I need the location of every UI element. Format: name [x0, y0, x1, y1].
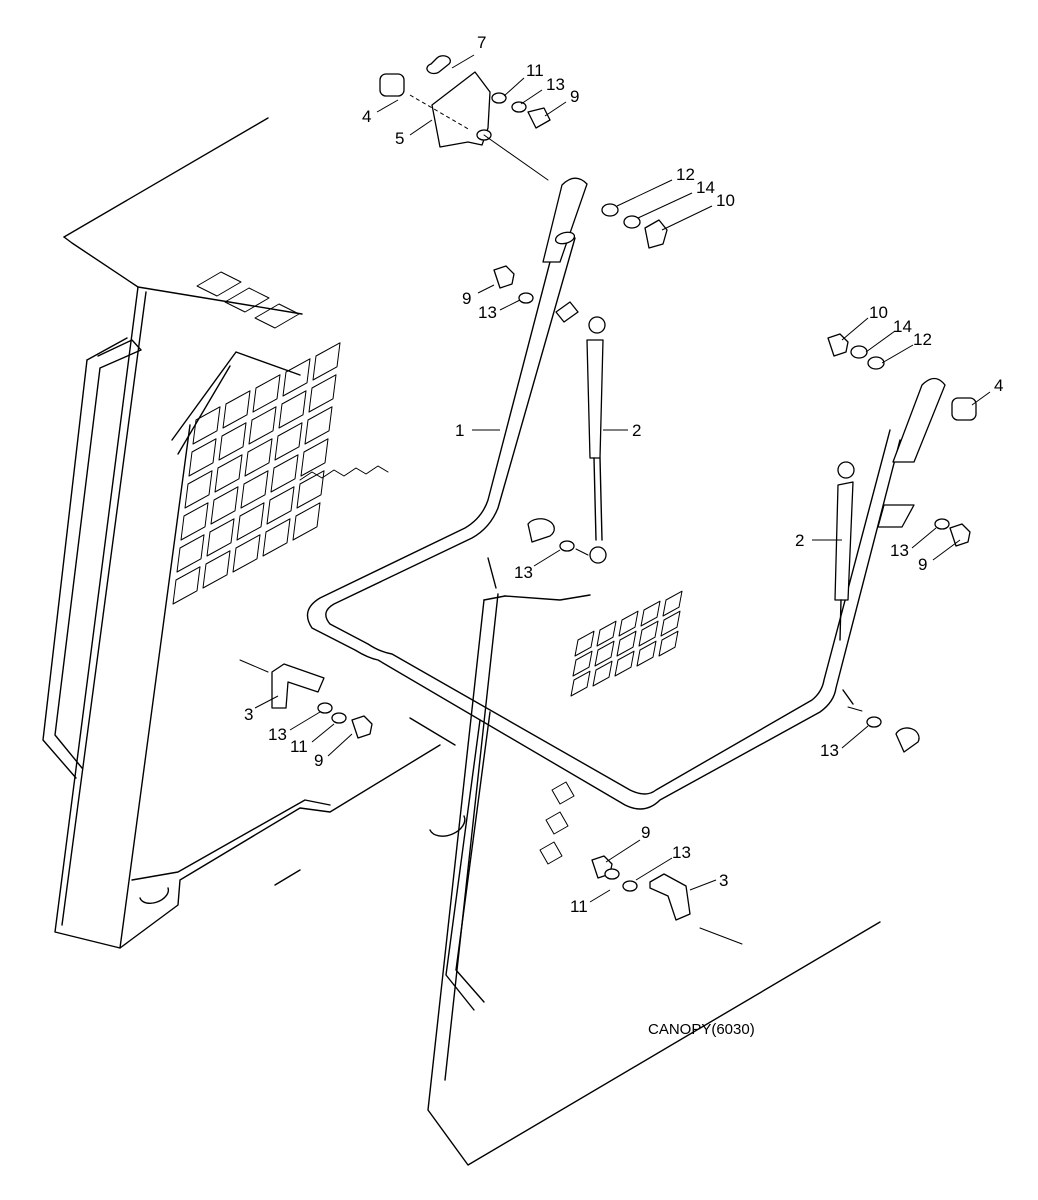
mesh-cell	[640, 600, 661, 627]
mesh-cell	[282, 358, 311, 397]
diagram-caption: CANOPY(6030)	[648, 1021, 755, 1038]
callout-9: 9	[462, 289, 471, 308]
mesh-cell	[180, 502, 209, 541]
callout-labels: 7 11 13 9 4 5 12 14 10 9 13 1 2 10 14 12…	[244, 33, 1003, 916]
mesh-cell	[662, 590, 683, 617]
mesh-cell	[308, 374, 337, 413]
callout-13: 13	[514, 563, 533, 582]
mesh-cell	[218, 422, 247, 461]
callout-13: 13	[546, 75, 565, 94]
mesh-cell	[192, 406, 221, 445]
mesh-cell	[176, 534, 205, 573]
mesh-cell	[210, 486, 239, 525]
callout-9: 9	[641, 823, 650, 842]
gas-spring-left	[555, 301, 607, 564]
callout-2: 2	[632, 421, 641, 440]
mesh-cell	[658, 630, 679, 657]
mesh-cell	[236, 502, 265, 541]
callout-14: 14	[696, 178, 715, 197]
callout-9: 9	[570, 87, 579, 106]
mesh-cell	[614, 650, 635, 677]
mesh-cell	[574, 630, 595, 657]
callout-13: 13	[478, 303, 497, 322]
callout-2: 2	[795, 531, 804, 550]
left-mesh-grid	[172, 271, 389, 605]
callout-9: 9	[918, 555, 927, 574]
mesh-cell	[570, 670, 591, 697]
callout-13: 13	[672, 843, 691, 862]
mesh-cell	[184, 470, 213, 509]
mesh-cell	[240, 470, 269, 509]
callout-11: 11	[290, 737, 308, 756]
mesh-cell	[592, 660, 613, 687]
mesh-cell	[222, 390, 251, 429]
callout-12: 12	[676, 165, 695, 184]
support-bar-part-1	[306, 177, 946, 810]
mesh-cell	[312, 342, 341, 381]
mesh-cell	[596, 620, 617, 647]
callout-4: 4	[994, 376, 1003, 395]
right-mesh-grid	[539, 590, 683, 865]
mesh-cell	[248, 406, 277, 445]
hardware-lower-left	[239, 659, 373, 739]
mesh-cell	[252, 374, 281, 413]
callout-1: 1	[455, 421, 464, 440]
callout-13: 13	[268, 725, 287, 744]
canopy-frame	[42, 117, 881, 1166]
callout-14: 14	[893, 317, 912, 336]
callout-3: 3	[719, 871, 728, 890]
mesh-cell	[232, 534, 261, 573]
mesh-cell	[572, 650, 593, 677]
callout-11: 11	[526, 61, 544, 80]
callout-5: 5	[395, 129, 404, 148]
mesh-cell	[304, 406, 333, 445]
callout-7: 7	[477, 33, 486, 52]
mesh-cell	[202, 550, 231, 589]
mesh-cell	[660, 610, 681, 637]
mesh-cell	[266, 486, 295, 525]
callout-13: 13	[820, 741, 839, 760]
callout-13: 13	[890, 541, 909, 560]
mesh-cell	[172, 566, 201, 605]
mesh-cell	[300, 438, 329, 477]
mesh-cell	[296, 470, 325, 509]
leader-lines	[254, 54, 991, 903]
mesh-cell	[262, 518, 291, 557]
hardware-right	[827, 333, 977, 753]
callout-3: 3	[244, 705, 253, 724]
mesh-cell	[214, 454, 243, 493]
hardware-lower-right	[591, 855, 743, 945]
callout-9: 9	[314, 751, 323, 770]
mesh-cell	[206, 518, 235, 557]
callout-10: 10	[716, 191, 735, 210]
mesh-cell	[618, 610, 639, 637]
callout-12: 12	[913, 330, 932, 349]
mesh-cell	[638, 620, 659, 647]
gas-spring-right	[834, 461, 915, 705]
callout-10: 10	[869, 303, 888, 322]
top-bracket-assembly	[379, 55, 551, 181]
mesh-cell	[278, 390, 307, 429]
mesh-cell	[594, 640, 615, 667]
callout-11: 11	[570, 897, 588, 916]
callout-4: 4	[362, 107, 371, 126]
mesh-cell	[274, 422, 303, 461]
mesh-cell	[270, 454, 299, 493]
hardware-top-left	[493, 203, 668, 556]
mesh-cell	[292, 502, 321, 541]
mesh-cell	[244, 438, 273, 477]
mesh-cell	[188, 438, 217, 477]
mesh-cell	[616, 630, 637, 657]
mesh-cell	[636, 640, 657, 667]
